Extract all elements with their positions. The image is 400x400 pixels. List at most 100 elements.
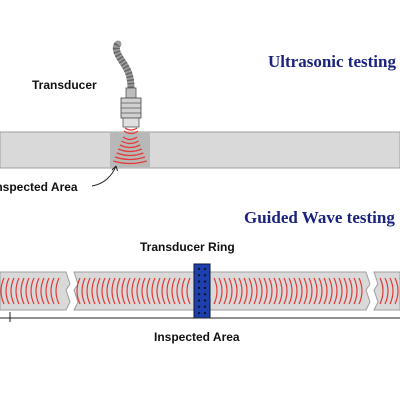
gw-transducer-ring (193, 263, 211, 319)
gw-wave-arc (218, 277, 223, 305)
gw-wave-arc (50, 277, 55, 305)
ut-transducer-label: Transducer (32, 78, 97, 92)
gw-wave-arc (394, 277, 399, 305)
gw-wave-arc (298, 277, 303, 305)
gw-wave-arc (101, 277, 106, 305)
gw-wave-arc (161, 277, 166, 305)
gw-ring-element (203, 280, 207, 283)
gw-ring-element (197, 299, 201, 302)
gw-ring-element (197, 267, 201, 271)
gw-wave-arc (116, 277, 121, 305)
ut-wave-arc (119, 144, 141, 149)
gw-ring-element (197, 305, 201, 308)
gw-wave-arc (20, 277, 25, 305)
ut-inspected-arrow (91, 165, 117, 187)
ut-wave-arc (114, 156, 146, 161)
gw-wave-arc (106, 277, 111, 305)
gw-wave-arc (176, 277, 181, 305)
gw-wave-arc (40, 277, 45, 305)
gw-wave-arc (111, 277, 116, 305)
gw-ring-element (203, 286, 207, 290)
gw-ring-element (203, 305, 207, 308)
gw-wave-arc (268, 277, 273, 305)
gw-title: Guided Wave testing (244, 208, 395, 227)
gw-wave-arc (273, 277, 278, 305)
gw-wave-arc (293, 277, 298, 305)
gw-inspected-area-label: Inspected Area (154, 330, 240, 344)
gw-wave-arc (131, 277, 136, 305)
gw-wave-arc (81, 277, 86, 305)
ut-transducer (112, 40, 142, 135)
gw-wave-arc (258, 277, 263, 305)
gw-ring-element (197, 293, 201, 296)
gw-transducer-ring-label: Transducer Ring (140, 240, 235, 254)
gw-inspected-bracket (0, 312, 400, 322)
ut-transducer-tip (122, 117, 140, 128)
gw-wave-arc (5, 277, 10, 305)
gw-wave-arc (248, 277, 253, 305)
gw-wave-arc (186, 277, 191, 305)
ut-title: Ultrasonic testing (268, 52, 396, 71)
ut-wave-arc (116, 152, 144, 157)
ut-emission-arc (123, 130, 139, 135)
ut-transducer-neck (125, 87, 137, 99)
ut-emission-arc (124, 127, 138, 131)
gw-wave-arc (348, 277, 353, 305)
gw-wave-arc (323, 277, 328, 305)
ut-pipe (0, 131, 400, 169)
ut-inspected-arrowhead (111, 165, 118, 172)
ut-inspected-region (110, 132, 150, 168)
gw-wave-arc (389, 277, 394, 305)
gw-wave-arcs (0, 277, 400, 305)
ut-transducer-cable-texture (112, 41, 135, 89)
gw-ring-element (197, 286, 201, 290)
gw-wave-arc (76, 277, 81, 305)
gw-wave-arc (238, 277, 243, 305)
gw-wave-arc (228, 277, 233, 305)
gw-wave-arc (303, 277, 308, 305)
gw-wave-arc (96, 277, 101, 305)
gw-wave-arc (233, 277, 238, 305)
gw-wave-arc (0, 277, 5, 305)
gw-ring-element (197, 311, 201, 315)
gw-wave-arc (288, 277, 293, 305)
gw-wave-arc (263, 277, 268, 305)
gw-wave-arc (318, 277, 323, 305)
gw-wave-arc (15, 277, 20, 305)
ut-wave-arcs (113, 136, 147, 165)
gw-wave-arc (253, 277, 258, 305)
gw-wave-arc (333, 277, 338, 305)
gw-wave-arc (146, 277, 151, 305)
ut-wave-arc (121, 140, 139, 145)
gw-wave-arc (86, 277, 91, 305)
gw-wave-arc (181, 277, 186, 305)
ut-inspected-area-label: Inspected Area (0, 180, 78, 194)
ut-wave-arc (113, 160, 147, 165)
gw-wave-arc (151, 277, 156, 305)
gw-wave-arc (136, 277, 141, 305)
gw-wave-arc (126, 277, 131, 305)
gw-wave-arc (343, 277, 348, 305)
gw-wave-arc (278, 277, 283, 305)
gw-wave-arc (353, 277, 358, 305)
gw-ring-body (193, 263, 211, 319)
gw-ring-element (203, 267, 207, 271)
gw-wave-arc (45, 277, 50, 305)
gw-wave-arc (166, 277, 171, 305)
gw-wave-arc (55, 277, 60, 305)
gw-ring-element (203, 293, 207, 296)
gw-wave-arc (213, 277, 218, 305)
gw-wave-arc (30, 277, 35, 305)
gw-wave-arc (313, 277, 318, 305)
gw-wave-arc (156, 277, 161, 305)
gw-wave-arc (141, 277, 146, 305)
gw-ring-element (203, 311, 207, 315)
gw-wave-arc (283, 277, 288, 305)
gw-wave-arc (91, 277, 96, 305)
gw-ring-elements (197, 267, 207, 315)
gw-pipe-segment (373, 271, 400, 311)
gw-wave-arc (328, 277, 333, 305)
ut-wave-arc (122, 136, 138, 141)
